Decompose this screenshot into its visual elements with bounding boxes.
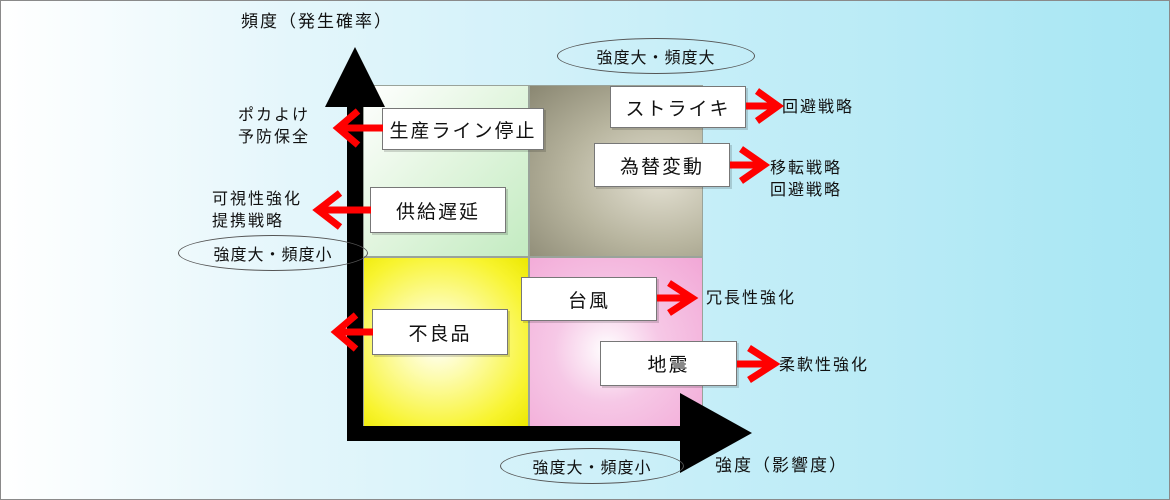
x-axis-label: 強度（影響度） xyxy=(715,456,848,476)
strategy-label: 柔軟性強化 xyxy=(779,355,870,374)
strategy-label: 可視性強化 xyxy=(212,189,303,208)
label-high-intensity-low-frequency-left: 強度大・頻度小 xyxy=(178,235,368,271)
strategy-label: 回避戦略 xyxy=(782,97,855,116)
risk-box-fx: 為替変動 xyxy=(594,143,730,187)
risk-box-defect: 不良品 xyxy=(372,309,508,355)
risk-box-supply-delay: 供給遅延 xyxy=(370,187,506,233)
x-axis-arrowhead xyxy=(680,393,752,473)
risk-box-strike: ストライキ xyxy=(610,86,746,128)
strategy-label: 予防保全 xyxy=(238,127,311,146)
y-axis-label: 頻度（発生確率） xyxy=(241,12,393,32)
risk-box-line-stop: 生産ライン停止 xyxy=(382,108,544,150)
label-high-intensity-low-frequency-bottom: 強度大・頻度小 xyxy=(500,448,684,484)
strategy-label: ポカよけ xyxy=(238,105,311,124)
strategy-label: 回避戦略 xyxy=(770,180,843,199)
risk-box-earthquake: 地震 xyxy=(600,341,737,386)
y-axis xyxy=(347,85,363,441)
x-axis xyxy=(347,426,692,441)
y-axis-arrowhead xyxy=(325,47,385,107)
label-high-intensity-high-frequency: 強度大・頻度大 xyxy=(557,38,755,74)
strategy-label: 冗長性強化 xyxy=(706,288,797,307)
strategy-label: 提携戦略 xyxy=(212,211,285,230)
strategy-label: 移転戦略 xyxy=(770,158,843,177)
risk-box-typhoon: 台風 xyxy=(521,277,657,321)
